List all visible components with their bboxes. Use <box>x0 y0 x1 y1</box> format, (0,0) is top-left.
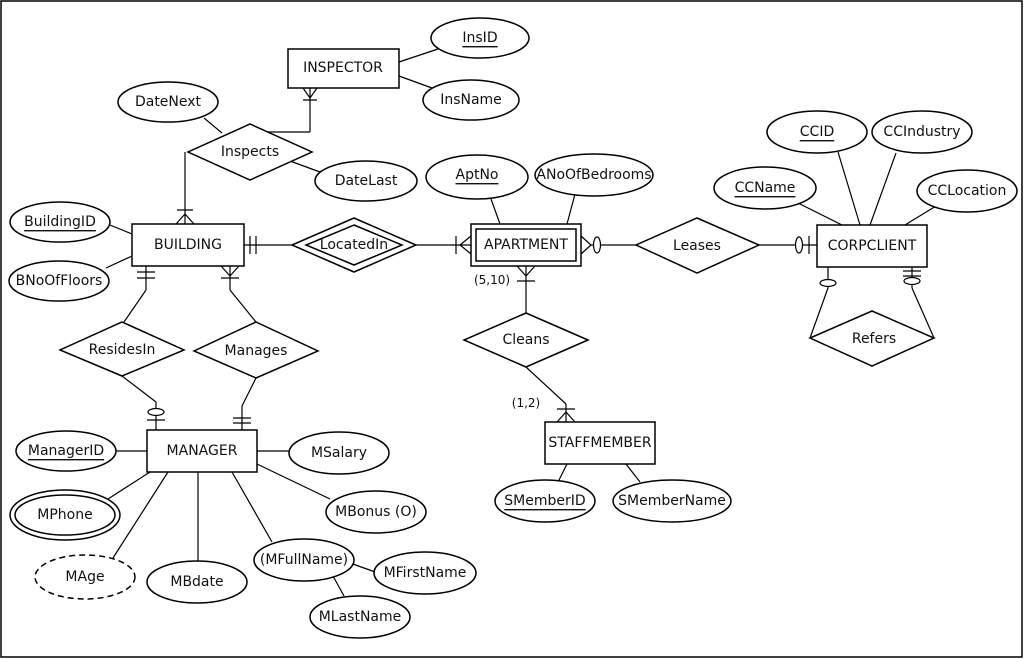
entity-building-label: BUILDING <box>154 237 222 253</box>
attribute-bnooffloors-label: BNoOfFloors <box>16 273 103 289</box>
attribute-insname: InsName <box>422 79 520 121</box>
attribute-mbonus: MBonus (O) <box>325 490 427 534</box>
attribute-mfirstname: MFirstName <box>373 551 477 595</box>
attribute-mfullname-label: (MFullName) <box>260 552 348 568</box>
attribute-bnooffloors: BNoOfFloors <box>8 260 110 302</box>
cardinality-apartment-cleans: (5,10) <box>474 273 510 287</box>
attribute-smembername: SMemberName <box>612 479 732 523</box>
attribute-insname-label: InsName <box>440 92 502 108</box>
attribute-mlastname: MLastName <box>309 595 411 639</box>
attribute-aptno-label: AptNo <box>456 167 499 183</box>
attribute-aptno: AptNo <box>425 154 529 200</box>
attribute-ccindustry-label: CCIndustry <box>883 124 960 140</box>
attribute-managerid-label: ManagerID <box>28 443 104 459</box>
attribute-buildingid-label: BuildingID <box>24 214 96 230</box>
relationship-cleans: Cleans <box>462 312 590 368</box>
relationship-manages: Manages <box>192 321 320 379</box>
relationship-leases-label: Leases <box>673 238 721 254</box>
attribute-smemberid-label: SMemberID <box>504 493 585 509</box>
relationship-residesin: ResidesIn <box>58 321 186 377</box>
entity-staffmember-label: STAFFMEMBER <box>548 435 651 451</box>
entity-corpclient: CORPCLIENT <box>816 224 928 268</box>
attribute-ccid-label: CCID <box>800 124 834 140</box>
relationship-manages-label: Manages <box>225 343 288 359</box>
attribute-mfullname: (MFullName) <box>253 538 355 582</box>
attribute-ccid: CCID <box>766 110 868 154</box>
attribute-cclocation-label: CCLocation <box>928 183 1007 199</box>
relationship-inspects: Inspects <box>186 123 314 181</box>
relationship-leases: Leases <box>634 217 761 274</box>
attribute-msalary-label: MSalary <box>311 445 367 461</box>
relationship-locatedin: LocatedIn <box>290 217 418 273</box>
entity-manager: MANAGER <box>146 429 258 473</box>
attribute-anoofbedrooms: ANoOfBedrooms <box>534 153 654 197</box>
attribute-ccname: CCName <box>713 166 817 210</box>
attribute-mage-label: MAge <box>65 569 104 585</box>
attribute-managerid: ManagerID <box>15 430 117 472</box>
relationship-inspects-label: Inspects <box>221 144 279 160</box>
relationship-cleans-label: Cleans <box>502 332 549 348</box>
attribute-buildingid: BuildingID <box>9 201 111 243</box>
attribute-ccindustry: CCIndustry <box>871 110 973 154</box>
attribute-mfirstname-label: MFirstName <box>384 565 467 581</box>
relationship-refers: Refers <box>808 310 936 367</box>
attribute-mphone-label: MPhone <box>37 507 92 523</box>
attribute-insid-label: InsID <box>462 30 497 46</box>
attribute-mlastname-label: MLastName <box>319 609 402 625</box>
cardinality-staffmember-cleans: (1,2) <box>512 396 540 410</box>
attribute-smembername-label: SMemberName <box>618 493 726 509</box>
entity-inspector: INSPECTOR <box>287 48 400 89</box>
attribute-datelast: DateLast <box>314 160 418 202</box>
attribute-ccname-label: CCName <box>735 180 796 196</box>
cardinality-marks <box>137 87 921 424</box>
attribute-mbdate: MBdate <box>146 560 248 604</box>
relationship-locatedin-label: LocatedIn <box>320 237 388 253</box>
entity-staffmember: STAFFMEMBER <box>544 421 656 465</box>
attribute-mbdate-label: MBdate <box>170 574 223 590</box>
relationship-refers-label: Refers <box>852 331 896 347</box>
entity-corpclient-label: CORPCLIENT <box>828 238 917 254</box>
entity-building: BUILDING <box>131 223 245 267</box>
attribute-datenext-label: DateNext <box>135 94 202 110</box>
entity-apartment-label: APARTMENT <box>484 237 568 253</box>
attribute-smemberid: SMemberID <box>494 479 596 523</box>
attribute-insid: InsID <box>430 17 530 59</box>
attribute-mage: MAge <box>34 554 136 600</box>
attribute-datelast-label: DateLast <box>335 173 398 189</box>
attribute-mphone: MPhone <box>9 489 121 541</box>
entity-apartment: APARTMENT <box>470 223 582 267</box>
relationship-residesin-label: ResidesIn <box>89 342 156 358</box>
attribute-anoofbedrooms-label: ANoOfBedrooms <box>536 167 651 183</box>
attribute-cclocation: CCLocation <box>916 169 1018 213</box>
entity-inspector-label: INSPECTOR <box>303 60 383 76</box>
attribute-mbonus-label: MBonus (O) <box>335 504 417 520</box>
entity-manager-label: MANAGER <box>167 443 238 459</box>
attribute-datenext: DateNext <box>117 81 219 123</box>
attribute-msalary: MSalary <box>288 431 390 475</box>
